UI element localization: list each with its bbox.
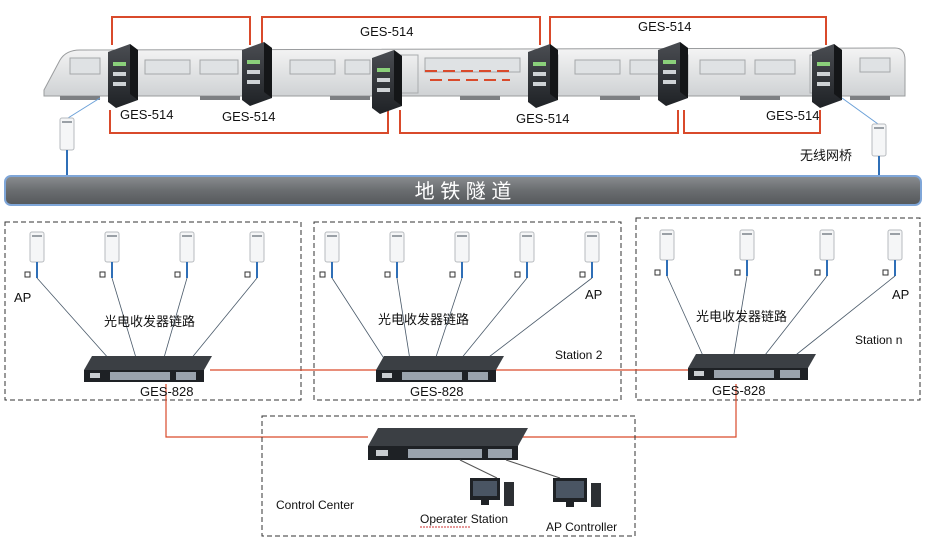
tunnel-label: 地 铁 隧 道	[415, 180, 512, 203]
access-point-icon	[319, 231, 340, 278]
train-switch-4	[528, 44, 558, 108]
fiber-link	[459, 277, 528, 361]
fiber-link	[331, 277, 386, 361]
station-backbone-links	[165, 369, 737, 438]
train-switch-2	[242, 42, 272, 106]
train-wheels	[60, 96, 890, 100]
station-1-switch-label: GES-828	[140, 384, 193, 399]
operator-station-label: Operater Station	[420, 512, 508, 526]
control-center-label: Control Center	[276, 498, 354, 512]
access-point-icon	[814, 229, 835, 276]
core-links	[459, 459, 561, 479]
train-dashes	[425, 70, 515, 81]
label-ges514-bottom-1: GES-514	[120, 107, 173, 122]
access-point-icon	[384, 231, 405, 278]
station-2-switch-label: GES-828	[410, 384, 463, 399]
fiber-link	[434, 277, 463, 361]
wireless-bridge-right	[841, 97, 887, 175]
label-ges514-top-right: GES-514	[638, 19, 691, 34]
station-3-ap-label: AP	[892, 287, 909, 302]
access-point-icon	[579, 231, 600, 278]
ap-controller-label: AP Controller	[546, 520, 617, 534]
fiber-link	[666, 275, 705, 359]
train-switch-1	[108, 44, 138, 108]
train: GES-514 GES-514 GES-514 GES-514 GES-514 …	[43, 16, 906, 175]
core-switch	[368, 428, 528, 460]
station-switch-2	[376, 356, 504, 382]
station-3-switch-label: GES-828	[712, 383, 765, 398]
fiber-link	[732, 275, 748, 359]
station-switch-1	[84, 356, 212, 382]
station-2-ap-label: AP	[585, 287, 602, 302]
station-box-3	[635, 217, 921, 401]
station-box-1	[4, 221, 302, 401]
fiber-link	[396, 277, 411, 361]
fiber-link	[162, 277, 188, 361]
access-point-icon	[734, 229, 755, 276]
access-point-icon	[514, 231, 535, 278]
station-3-name: Station n	[855, 333, 902, 347]
access-point-icon	[174, 231, 195, 278]
label-ges514-top-left: GES-514	[360, 24, 413, 39]
control-center-box	[261, 415, 636, 537]
train-switch-5	[658, 42, 688, 106]
station-1-link-label: 光电收发器链路	[104, 314, 195, 329]
fiber-link	[36, 277, 111, 361]
fiber-link	[791, 275, 896, 359]
access-point-icon	[654, 229, 675, 276]
label-ges514-bottom-3: GES-514	[516, 111, 569, 126]
access-points	[24, 229, 903, 278]
station-box-2	[313, 221, 622, 401]
ap-controller-computer	[553, 478, 601, 507]
fiber-links	[36, 275, 896, 361]
fiber-link	[189, 277, 258, 361]
station-1-ap-label: AP	[14, 290, 31, 305]
station-2-link-label: 光电收发器链路	[378, 312, 469, 327]
access-point-icon	[449, 231, 470, 278]
train-switch-6	[812, 44, 842, 108]
access-point-icon	[882, 229, 903, 276]
access-point-icon	[244, 231, 265, 278]
access-point-icon	[24, 231, 45, 278]
train-switch-3	[372, 50, 402, 114]
label-ges514-bottom-2: GES-514	[222, 109, 275, 124]
train-ring-links	[109, 16, 827, 134]
wireless-bridge-left	[59, 97, 101, 175]
access-point-icon	[99, 231, 120, 278]
operator-station-computer	[470, 478, 514, 506]
train-windows	[69, 57, 891, 75]
station-3-link-label: 光电收发器链路	[696, 309, 787, 324]
station-2-name: Station 2	[555, 348, 603, 362]
fiber-link	[762, 275, 828, 359]
tunnel-bar: 地 铁 隧 道	[4, 175, 922, 206]
label-wireless-bridge: 无线网桥	[800, 148, 852, 163]
fiber-link	[484, 277, 593, 361]
label-ges514-bottom-4: GES-514	[766, 108, 819, 123]
fiber-link	[111, 277, 138, 361]
station-switch-3	[688, 354, 816, 380]
